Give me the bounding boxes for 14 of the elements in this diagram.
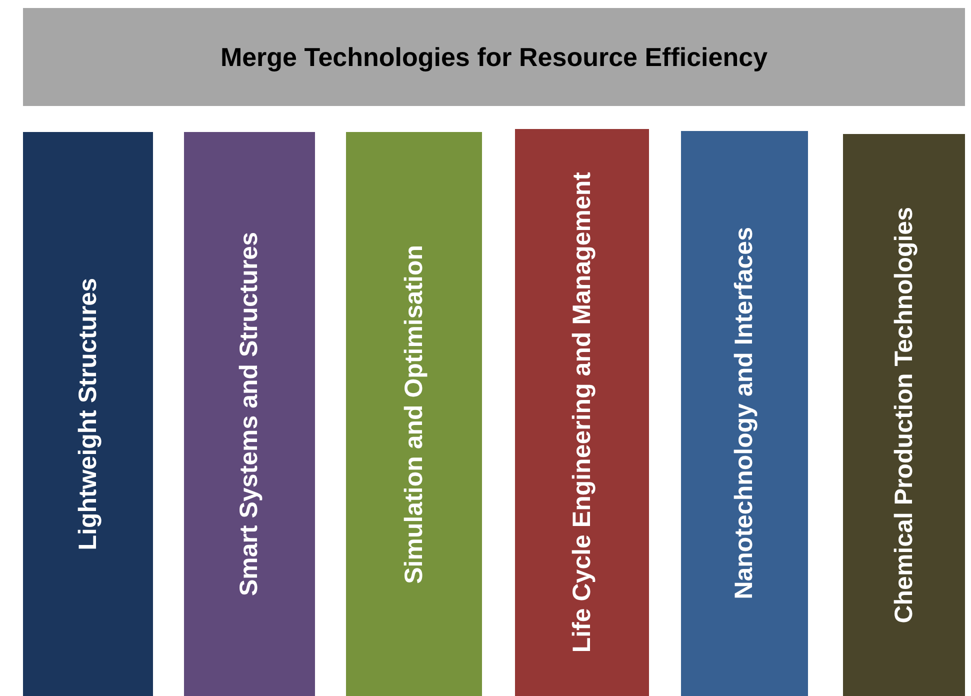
column-label: Smart Systems and Structures [235,232,264,596]
banner-title: Merge Technologies for Resource Efficiency [220,42,768,72]
header-banner [23,8,965,106]
column-label: Lightweight Structures [74,278,102,550]
column-label: Chemical Production Technologies [890,206,918,624]
category-column [681,131,808,696]
category-column [23,132,153,696]
column-label: Nanotechnology and Interfaces [730,227,759,600]
column-label: Simulation and Optimisation [400,244,428,584]
category-column [843,134,965,696]
category-column [184,132,315,696]
category-column [515,129,649,696]
category-column [346,132,482,696]
column-label: Life Cycle Engineering and Management [568,172,596,653]
